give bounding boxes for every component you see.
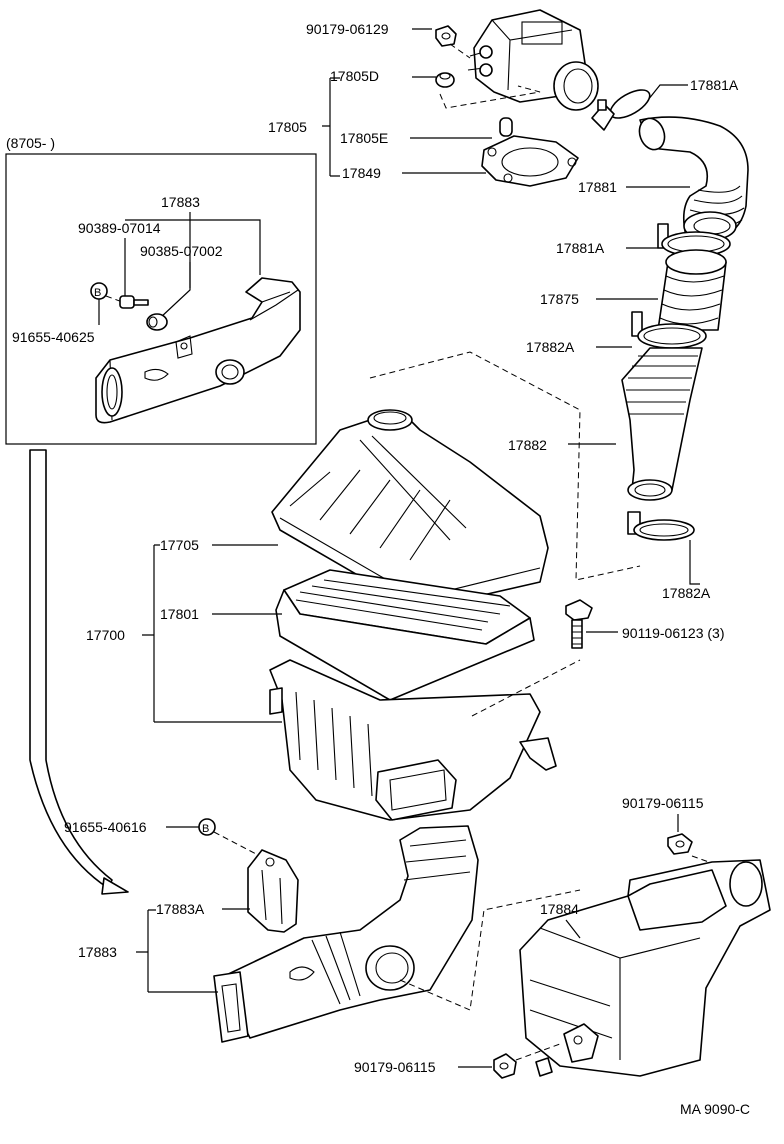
label-17882A-upper: 17882A [526, 339, 575, 355]
dash-17805D [439, 85, 541, 109]
label-17884: 17884 [540, 901, 579, 917]
inset-reference-arrow [29, 449, 129, 895]
diagram-code: MA 9090-C [680, 1101, 750, 1117]
dash-b-main [213, 831, 261, 857]
label-17883-main: 17883 [78, 944, 117, 960]
dash-06115-bottom [515, 1043, 561, 1061]
air-flow-meter-icon [467, 9, 599, 111]
inset-frame [5, 153, 317, 445]
bracket-17805 [322, 77, 340, 177]
leader-17881A-top [647, 84, 688, 101]
b-marker-text-inset: B [94, 287, 101, 299]
bolt-icon-90119 [565, 599, 593, 649]
label-90119-06123: 90119-06123 (3) [622, 625, 724, 641]
label-17805E: 17805E [340, 130, 388, 146]
label-17882A-lower: 17882A [662, 585, 711, 601]
hose-clamp-icon-mid [657, 223, 731, 257]
label-17801: 17801 [160, 606, 199, 622]
nut-icon-06129 [435, 25, 457, 47]
gasket-icon-17849 [481, 135, 579, 187]
dash-bolt-case [471, 659, 581, 717]
hose-icon-17875 [657, 249, 727, 331]
label-17705: 17705 [160, 537, 199, 553]
label-17883A: 17883A [156, 901, 205, 917]
air-duct-icon-inset [95, 277, 301, 424]
label-17883-inset: 17883 [161, 194, 200, 210]
label-17849: 17849 [342, 165, 381, 181]
label-90179-06115-bottom: 90179-06115 [354, 1059, 436, 1075]
label-91655-40616: 91655-40616 [64, 819, 147, 835]
leader-90385 [159, 262, 191, 319]
hose-clamp-icon-lower [627, 511, 695, 541]
resonator-icon-17884 [519, 859, 771, 1077]
dash-b-inset [105, 295, 129, 305]
leader-17884 [565, 919, 581, 939]
label-17805: 17805 [268, 119, 307, 135]
plug-icon-17805D [435, 72, 455, 88]
air-hose-icon-17881 [638, 116, 749, 241]
label-17881: 17881 [578, 179, 617, 195]
label-90179-06115-top: 90179-06115 [622, 795, 704, 811]
leader-17882A-lower [689, 540, 700, 585]
dash-06129 [449, 43, 471, 59]
label-17875: 17875 [540, 291, 579, 307]
air-cleaner-case-icon [269, 659, 557, 821]
bracket-17700 [142, 544, 282, 723]
label-91655-40625: 91655-40625 [12, 329, 95, 345]
inset-panel: (8705- ) 17883 90389-07014 90385-07002 B… [5, 135, 317, 445]
label-90179-06129: 90179-06129 [306, 21, 389, 37]
grommet-icon-inset [146, 313, 168, 331]
bracket-icon-17883A [247, 849, 299, 933]
hose-clamp-icon-top [591, 89, 651, 131]
label-17700: 17700 [86, 627, 125, 643]
label-17805D: 17805D [330, 68, 379, 84]
label-17882: 17882 [508, 437, 547, 453]
air-duct-icon-17883 [213, 825, 479, 1043]
nut-icon-06115-top [667, 833, 693, 855]
nut-icon-06115-bottom [493, 1053, 517, 1079]
intake-hose-icon-17882 [621, 347, 703, 501]
b-marker-text-main: B [202, 823, 209, 835]
label-90389-07014: 90389-07014 [78, 220, 161, 236]
bracket-17883-main [136, 909, 218, 993]
b-marker-icon-main [198, 818, 216, 836]
pin-icon-17805E [499, 117, 513, 137]
label-17881A-top: 17881A [690, 77, 739, 93]
air-filter-element-icon [275, 569, 535, 701]
inset-range-label: (8705- ) [6, 135, 55, 151]
label-90385-07002: 90385-07002 [140, 243, 223, 259]
label-17881A-mid: 17881A [556, 240, 605, 256]
bolt-icon-inset [119, 295, 149, 309]
